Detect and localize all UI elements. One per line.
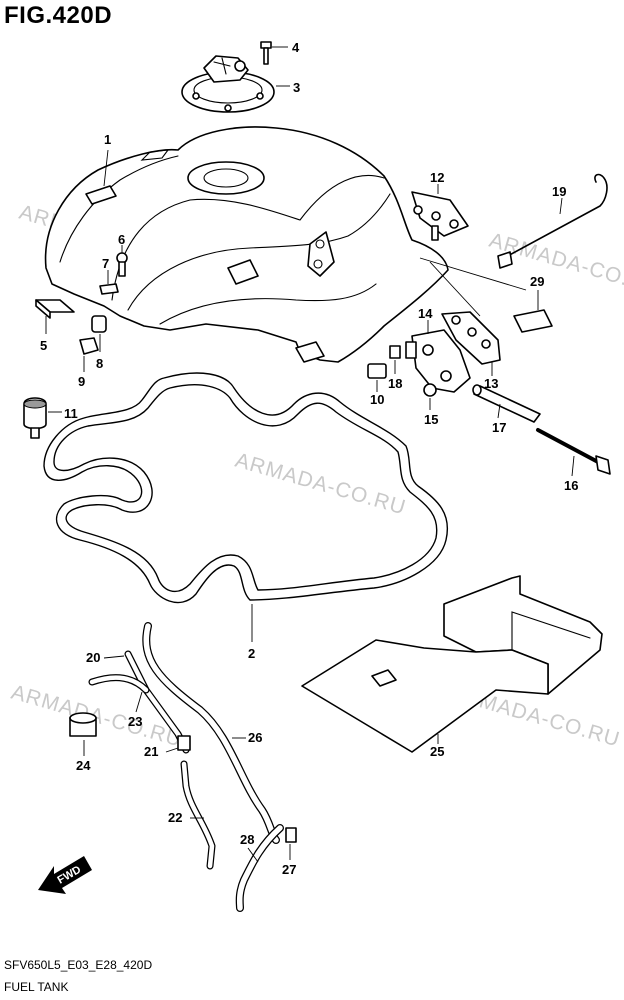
callout-25: 25: [430, 744, 444, 759]
callout-8: 8: [96, 356, 103, 371]
fuel-cap-part-3: [181, 55, 290, 113]
cushion-part-9: [79, 337, 99, 372]
hose-part-28: [235, 824, 284, 912]
watermark: ARMADA-CO.RU: [9, 681, 185, 752]
figure-code: SFV650L5_E03_E28_420D: [4, 958, 153, 972]
callout-18: 18: [388, 376, 402, 391]
hinge-part-14: [405, 320, 471, 393]
callout-3: 3: [293, 80, 300, 95]
bracket-part-7: [99, 270, 119, 295]
callout-29: 29: [530, 274, 544, 289]
watermark: ARMADA-CO.RU: [233, 449, 409, 520]
callout-2: 2: [248, 646, 255, 661]
tray-part-25: [301, 575, 603, 753]
callout-10: 10: [370, 392, 384, 407]
joint-part-21: [165, 735, 191, 753]
cushion-part-10: [367, 363, 387, 392]
callout-9: 9: [78, 374, 85, 389]
hose-part-23: [88, 674, 150, 713]
callout-15: 15: [424, 412, 438, 427]
callout-6: 6: [118, 232, 125, 247]
callout-16: 16: [564, 478, 578, 493]
figure-title: FIG.420D: [4, 2, 113, 29]
hose-part-22: [180, 760, 216, 870]
callout-26: 26: [248, 730, 262, 745]
clamp-part-27: [285, 827, 297, 860]
support-rod-part-19: [497, 173, 608, 269]
callout-4: 4: [292, 40, 300, 55]
nut-part-18: [389, 345, 401, 374]
callout-28: 28: [240, 832, 254, 847]
bracket-part-5: [35, 299, 75, 334]
callout-11: 11: [64, 406, 78, 421]
pad-part-29: [513, 290, 553, 333]
cushion-part-11: [23, 397, 62, 439]
collar-part-15: [423, 383, 437, 410]
callout-27: 27: [282, 862, 296, 877]
damper-part-8: [91, 315, 107, 352]
bolt-part-16: [536, 428, 611, 477]
callout-5: 5: [40, 338, 47, 353]
callout-24: 24: [76, 758, 91, 773]
fwd-arrow-icon: FWD: [38, 856, 92, 894]
cap-part-24: [69, 712, 97, 756]
callout-22: 22: [168, 810, 182, 825]
bracket-part-12: [411, 184, 527, 317]
callout-19: 19: [552, 184, 566, 199]
hose-part-26: [142, 622, 280, 844]
hinge-part-13: [441, 311, 501, 376]
callout-17: 17: [492, 420, 506, 435]
screw-part-6: [116, 245, 128, 277]
callout-20: 20: [86, 650, 100, 665]
callout-13: 13: [484, 376, 498, 391]
callout-14: 14: [418, 306, 433, 321]
callout-23: 23: [128, 714, 142, 729]
callout-12: 12: [430, 170, 444, 185]
fuel-tank-part-1: [44, 126, 449, 363]
seal-part-2: [43, 372, 448, 642]
callout-1: 1: [104, 132, 111, 147]
callout-7: 7: [102, 256, 109, 271]
bolt-part-4: [260, 41, 288, 65]
pipe-part-17: [472, 384, 541, 423]
callout-21: 21: [144, 744, 158, 759]
callouts: 1 2 3 4 5 6 7 8 9 10 11 12 13 14 15 16 1…: [40, 40, 578, 877]
figure-name: FUEL TANK: [4, 980, 69, 994]
